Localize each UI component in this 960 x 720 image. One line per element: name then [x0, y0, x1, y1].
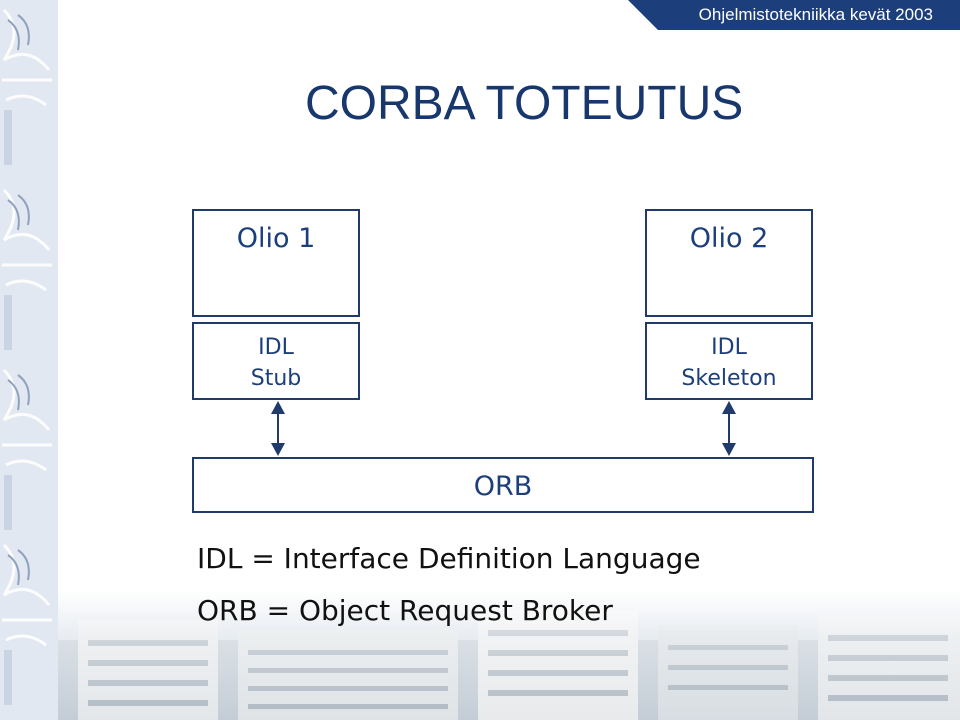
object-2-box: Olio 2 — [645, 209, 813, 317]
stub-orb-arrow — [271, 401, 285, 456]
object-1-label: Olio 1 — [237, 223, 316, 254]
course-header: Ohjelmistotekniikka kevät 2003 — [628, 0, 960, 30]
orb-definition: ORB = Object Request Broker — [197, 592, 613, 630]
skeleton-orb-arrow — [722, 401, 736, 456]
object-1-box: Olio 1 — [192, 209, 360, 317]
orb-label: ORB — [474, 471, 533, 502]
idl-skeleton-line1: IDL — [647, 332, 811, 363]
orb-box: ORB — [192, 457, 814, 513]
idl-definition: IDL = Interface Definition Language — [197, 540, 701, 578]
idl-stub-line2: Stub — [194, 363, 358, 394]
slide-title: CORBA TOTEUTUS — [305, 74, 743, 134]
idl-stub-line1: IDL — [194, 332, 358, 363]
idl-skeleton-line2: Skeleton — [647, 363, 811, 394]
idl-stub-box: IDL Stub — [192, 322, 360, 400]
idl-skeleton-box: IDL Skeleton — [645, 322, 813, 400]
university-emblem-band — [0, 0, 58, 720]
object-2-label: Olio 2 — [690, 223, 769, 254]
